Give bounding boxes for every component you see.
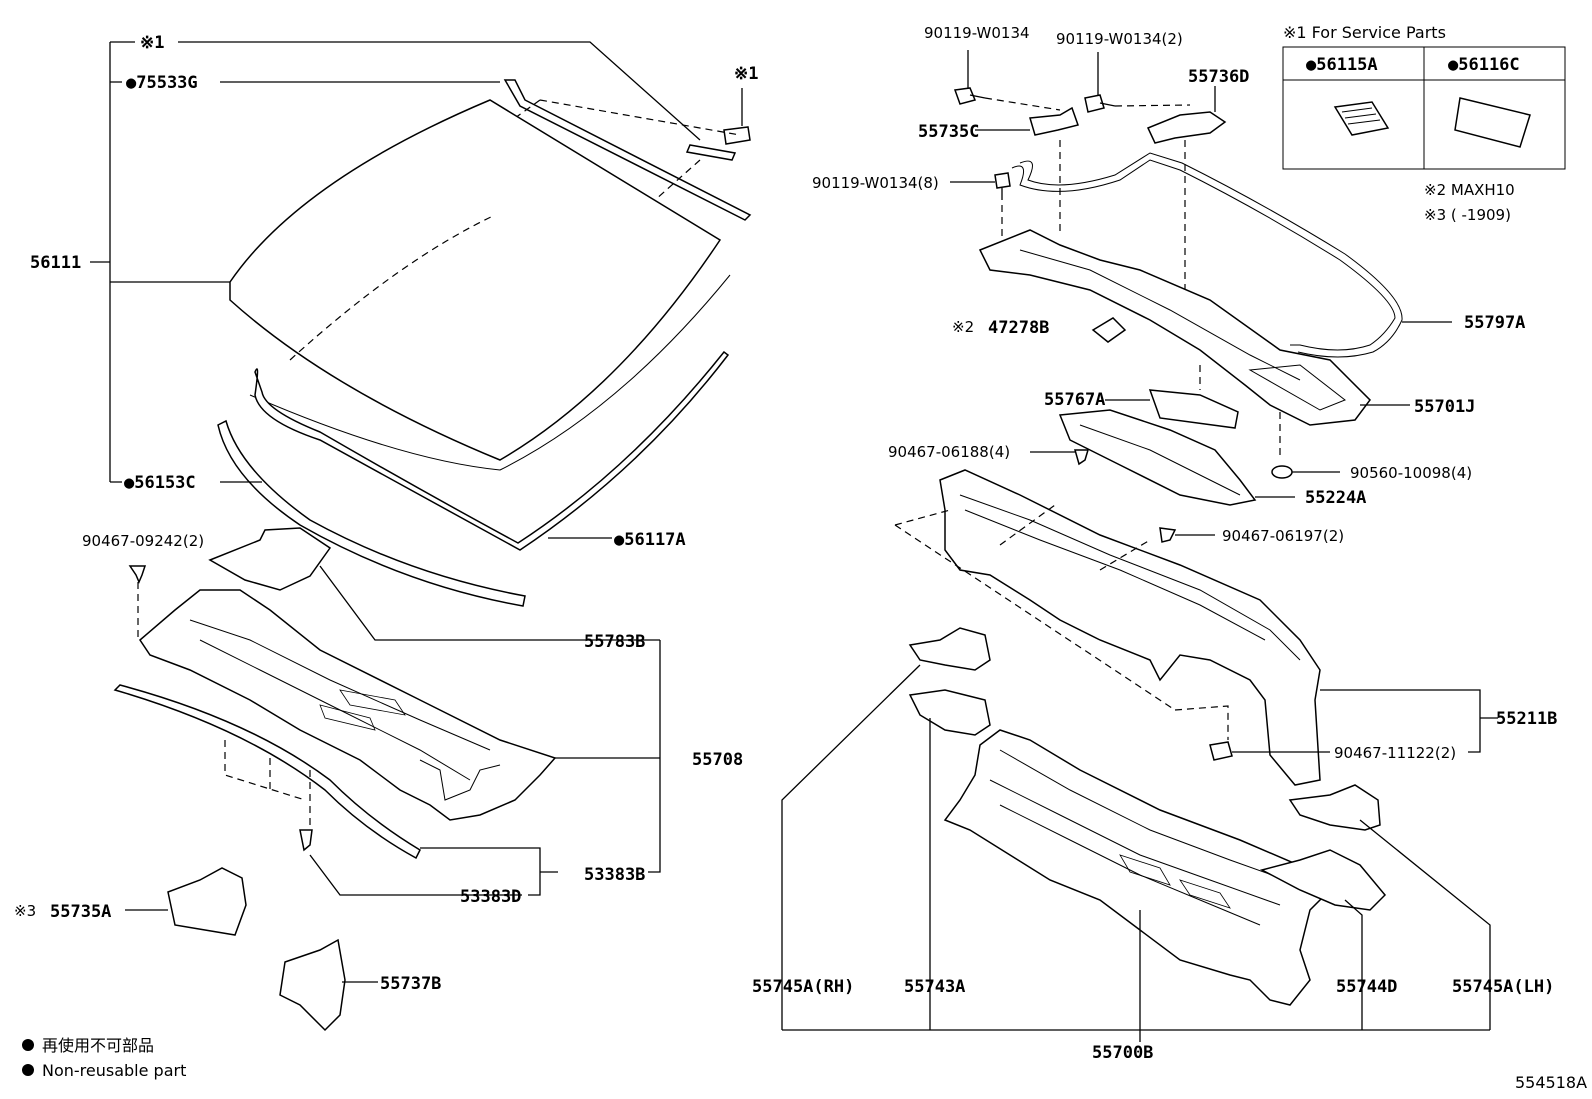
molding-strip-75533g — [503, 79, 752, 221]
bolt-90119-a — [953, 87, 977, 105]
service-part-56116c-icon — [1454, 97, 1531, 148]
footer-code: 554518A — [1515, 1073, 1587, 1092]
label-56111: 56111 — [30, 253, 81, 273]
label-47278b-ref: ※2 — [952, 318, 974, 336]
bracket-55743a — [908, 689, 991, 736]
bolt-90119-c — [994, 172, 1011, 189]
clip-90467-11122 — [1209, 741, 1233, 761]
label-90467-06188: 90467-06188(4) — [888, 443, 1010, 461]
label-55797a: 55797A — [1464, 313, 1525, 333]
service-clip-part — [723, 126, 751, 145]
legend-bullet-en — [22, 1064, 34, 1076]
label-ref1a: ※1 — [140, 33, 164, 53]
clip-53383d — [299, 829, 313, 852]
labels: ※1 ●75533G 56111 ●56153C ●56117A ※1 9046… — [14, 23, 1587, 1092]
windshield-glass-56111 — [229, 99, 722, 461]
label-55767a: 55767A — [1044, 390, 1105, 410]
label-55743a: 55743A — [904, 977, 965, 997]
dash-panel-55211b — [939, 469, 1321, 786]
label-55783b: 55783B — [584, 632, 645, 652]
clip-90467-06188 — [1074, 449, 1090, 466]
label-55700b: 55700B — [1092, 1043, 1153, 1063]
bracket-55735a — [167, 867, 247, 936]
label-47278b: 47278B — [988, 318, 1049, 338]
cowl-panel-55700b — [943, 729, 1332, 1006]
cowl-assembly-group — [781, 627, 1491, 1042]
bracket-55745a-rh — [908, 627, 991, 671]
label-55211b: 55211B — [1496, 709, 1557, 729]
label-55701j: 55701J — [1414, 397, 1475, 417]
label-55737b: 55737B — [380, 974, 441, 994]
label-53383b: 53383B — [584, 865, 645, 885]
label-55224a: 55224A — [1305, 488, 1366, 508]
windshield-group — [90, 41, 752, 607]
tray-55701j — [978, 229, 1371, 426]
label-56117a: ●56117A — [614, 530, 686, 550]
cowl-louver-55708 — [139, 589, 557, 821]
bracket-55735c — [1029, 106, 1079, 136]
note-date-range: ※3 ( -1909) — [1424, 206, 1511, 224]
label-55735a-ref: ※3 — [14, 902, 36, 920]
label-55708: 55708 — [692, 750, 743, 770]
label-55735a: 55735A — [50, 902, 111, 922]
bracket-55736d — [1146, 111, 1227, 144]
washer-90560 — [1271, 465, 1293, 479]
dam-seal-56117a — [254, 350, 730, 551]
legend-bullet-jp — [22, 1039, 34, 1051]
label-90119-w0134-a: 90119-W0134 — [924, 24, 1030, 42]
label-90467-09242: 90467-09242(2) — [82, 532, 204, 550]
bracket-55744d — [1259, 849, 1387, 911]
label-90467-11122: 90467-11122(2) — [1334, 744, 1456, 762]
seal-strip-53383b — [113, 684, 421, 860]
hose-55797a — [1011, 159, 1396, 351]
service-part-56115a-icon — [1333, 101, 1390, 136]
label-ref1b: ※1 — [734, 64, 758, 84]
clip-strip — [685, 144, 737, 161]
legend-en: Non-reusable part — [42, 1061, 186, 1080]
label-90119-w0134-c: 90119-W0134(8) — [812, 174, 939, 192]
label-55736d: 55736D — [1188, 67, 1249, 87]
label-90119-w0134-b: 90119-W0134(2) — [1056, 30, 1183, 48]
cowl-top-group — [113, 527, 661, 1032]
clip-47278b — [1091, 317, 1127, 343]
label-90560-10098: 90560-10098(4) — [1350, 464, 1472, 482]
bolt-90119-b — [1084, 94, 1105, 113]
label-56153c: ●56153C — [124, 473, 196, 493]
upper-right-group — [894, 50, 1498, 786]
service-parts-box — [1282, 46, 1566, 170]
label-75533g: ●75533G — [126, 73, 198, 93]
legend-jp: 再使用不可部品 — [42, 1036, 154, 1055]
clip-90467-06197 — [1159, 527, 1177, 543]
label-55745a-lh: 55745A(LH) — [1452, 977, 1554, 997]
label-55735c: 55735C — [918, 122, 979, 142]
panel-55224a — [1058, 409, 1257, 506]
label-55744d: 55744D — [1336, 977, 1397, 997]
bracket-55745a-lh — [1288, 784, 1381, 831]
service-part-56115a: ●56115A — [1306, 55, 1378, 75]
service-box-title: ※1 For Service Parts — [1283, 23, 1446, 42]
clip-90467-09242 — [128, 565, 147, 584]
bracket-55737b — [279, 938, 346, 1032]
note-maxh10: ※2 MAXH10 — [1424, 181, 1515, 199]
label-55745a-rh: 55745A(RH) — [752, 977, 854, 997]
panel-55783b — [208, 527, 332, 591]
label-53383d: 53383D — [460, 887, 521, 907]
lower-molding-56153c — [217, 419, 526, 607]
label-90467-06197: 90467-06197(2) — [1222, 527, 1344, 545]
service-part-56116c: ●56116C — [1448, 55, 1520, 75]
seal-55767a — [1148, 389, 1239, 429]
